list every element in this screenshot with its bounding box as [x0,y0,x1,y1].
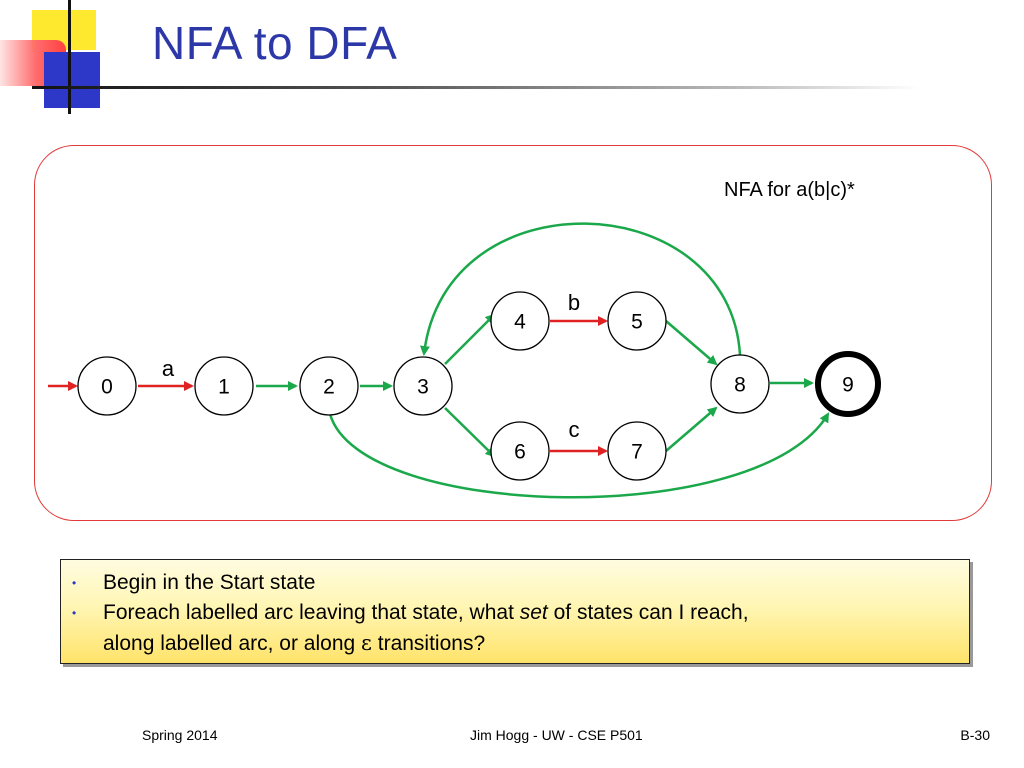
note-text: of states can I reach, [547,601,749,624]
state-9-final: 9 [815,351,881,417]
nfa-edges [48,222,830,499]
state-label: 3 [417,376,429,399]
footer-slide-number: B-30 [960,727,990,743]
state-label: 2 [323,376,335,399]
bullet-icon: • [72,576,77,590]
note-item: • Foreach labelled arc leaving that stat… [61,598,969,659]
edge-label-b: b [568,290,580,315]
footer-author: Jim Hogg - UW - CSE P501 [470,727,643,743]
state-label: 5 [631,311,643,334]
state-label: 9 [842,374,854,397]
state-label: 8 [734,374,746,397]
state-4: 4 [490,291,550,351]
diagram-frame [34,145,992,521]
diagram-caption: NFA for a(b|c)* [724,179,855,201]
notes-box: • Begin in the Start state • Foreach lab… [60,559,970,664]
state-3: 3 [393,356,453,416]
state-7: 7 [607,421,667,481]
edge-7-8-eps [665,406,718,452]
edge-3-6-eps [444,407,496,458]
state-1: 1 [194,356,254,416]
title-underline [32,86,920,89]
note-text: along labelled arc, or along [103,632,362,655]
edge-3-4-eps [444,313,496,365]
note-emphasis: set [519,601,548,624]
state-6: 6 [490,421,550,481]
state-label: 0 [101,376,113,399]
footer-date: Spring 2014 [142,727,218,743]
state-label: 1 [218,376,230,399]
edge-5-8-eps [665,320,718,366]
note-item: • Begin in the Start state [61,568,969,598]
note-text: transitions? [371,632,486,655]
edge-label-c: c [569,417,580,442]
state-label: 6 [514,441,526,464]
state-8: 8 [710,354,770,414]
edge-2-9-eps-skip [328,412,830,499]
notes-list: • Begin in the Start state • Foreach lab… [61,560,969,659]
decor-blue-square [44,52,100,108]
edge-label-a: a [162,356,175,381]
decor-vertical-line [68,0,71,114]
note-text: Begin in the Start state [103,571,316,594]
bullet-icon: • [72,606,77,620]
note-text: Foreach labelled arc leaving that state,… [103,601,520,624]
edge-8-3-eps-loop [419,222,742,356]
state-2: 2 [299,356,359,416]
state-label: 7 [631,441,643,464]
state-5: 5 [607,291,667,351]
epsilon-symbol: ε [361,631,372,655]
slide-title: NFA to DFA [152,17,398,69]
state-label: 4 [514,311,526,334]
state-0: 0 [77,356,137,416]
